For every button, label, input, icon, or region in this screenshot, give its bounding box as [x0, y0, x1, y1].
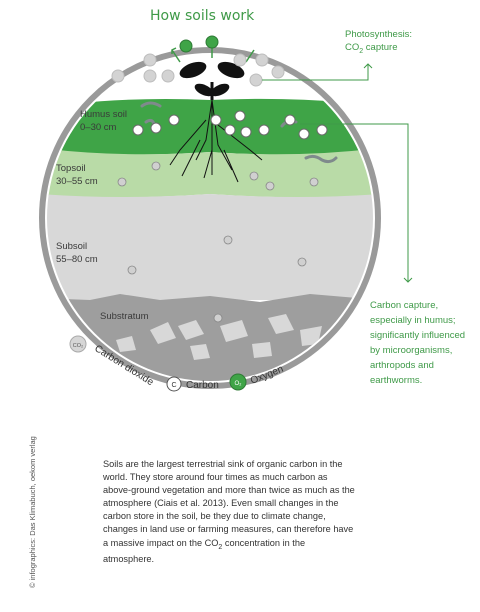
photosynthesis-note: Photosynthesis: CO2 capture [345, 28, 412, 58]
carbon-dots-lower [117, 161, 319, 323]
photosynthesis-line1: Photosynthesis: [345, 29, 413, 40]
photosynthesis-arrow [262, 64, 369, 81]
legend-oxygen-symbol: O₂ [235, 381, 243, 387]
carbon-dots [132, 110, 328, 140]
subsoil-layer [47, 194, 373, 300]
photosynthesis-co: CO [345, 42, 360, 53]
co2-molecules [111, 53, 285, 87]
topsoil-label: Topsoil 30–55 cm [56, 162, 98, 188]
body-text: Soils are the largest terrestrial sink o… [103, 458, 358, 567]
topsoil-depth: 30–55 cm [56, 176, 98, 187]
subsoil-name: Subsoil [56, 241, 88, 252]
substratum-name: Substratum [100, 311, 149, 322]
photosynthesis-line2: CO2 capture [345, 41, 412, 58]
diagram-title: How soils work [150, 8, 255, 24]
credit: © infographics: Das Klimabuch, oekom ver… [28, 436, 37, 588]
subsoil-depth: 55–80 cm [56, 254, 98, 265]
humus-label: Humus soil 0–30 cm [80, 108, 127, 134]
oxygen-molecules [179, 35, 219, 53]
humus-name: Humus soil [80, 109, 127, 120]
plant [169, 61, 263, 183]
body-text-end: concentration in the atmosphere. [103, 537, 306, 565]
legend-co2-symbol: CO₂ [73, 343, 83, 349]
body-text-main: Soils are the largest terrestrial sink o… [103, 459, 355, 548]
capture-arrow [300, 123, 409, 282]
legend-carbon-symbol: C [171, 382, 176, 389]
humus-depth: 0–30 cm [80, 122, 117, 133]
rocks [116, 314, 322, 360]
photosynthesis-capture: capture [363, 42, 398, 53]
topsoil-name: Topsoil [56, 163, 86, 174]
photosynthesis-sub: 2 [359, 47, 364, 55]
subsoil-label: Subsoil 55–80 cm [56, 240, 98, 266]
capture-note: Carbon capture, especially in humus; sig… [370, 300, 466, 386]
humus-layer [47, 98, 373, 155]
legend-carbon-label: Carbon [186, 380, 219, 391]
substratum-label: Substratum [100, 310, 149, 323]
body-text-sub: 2 [218, 543, 223, 551]
